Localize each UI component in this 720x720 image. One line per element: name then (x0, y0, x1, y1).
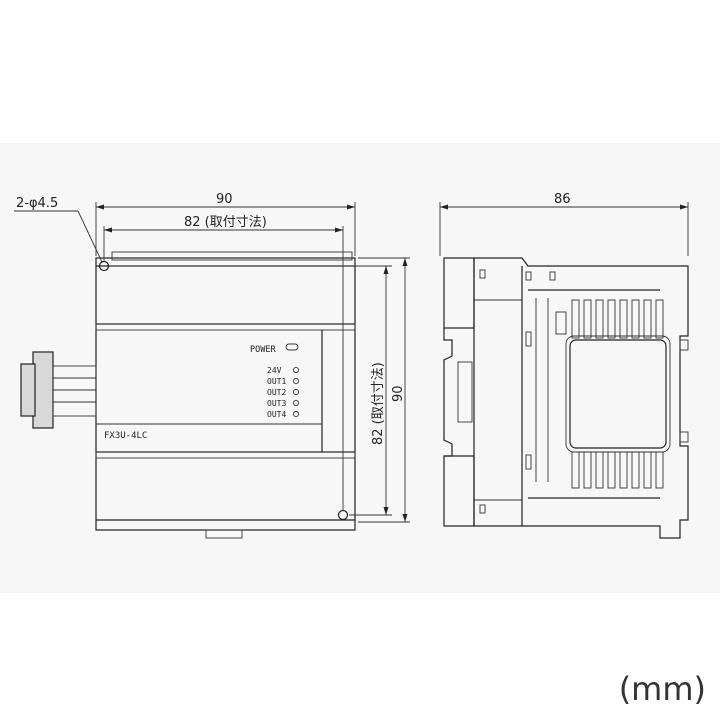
mounting-hole-bottom-right (337, 509, 349, 521)
side-connector (20, 351, 97, 429)
drawing-background (0, 143, 720, 593)
power-led-icon (285, 343, 299, 351)
vent-slots-bottom (571, 451, 664, 489)
mount-height-label: 82 (取付寸法) (371, 362, 386, 445)
front-view: POWER 24V OUT1 OUT2 OUT3 OUT4 FX3U-4LC (20, 251, 356, 539)
front-width-label: 90 (216, 192, 233, 207)
unit-label: (mm) (618, 670, 706, 708)
side-view: 86 (439, 192, 689, 539)
front-dimensions: 2-φ4.5 90 82 (取付寸法) 82 (取付寸法) (14, 192, 410, 523)
led-label-24v: 24V (267, 366, 282, 375)
side-depth-label: 86 (554, 192, 571, 207)
led-label-out4: OUT4 (267, 410, 286, 419)
led-out1-icon (292, 377, 300, 385)
led-label-out2: OUT2 (267, 388, 286, 397)
vent-slots-top (571, 299, 664, 339)
power-label: POWER (250, 345, 276, 355)
mount-width-label: 82 (取付寸法) (184, 215, 267, 230)
led-label-out1: OUT1 (267, 377, 286, 386)
hole-callout: 2-φ4.5 (16, 196, 58, 211)
led-out4-icon (292, 410, 300, 418)
led-label-out3: OUT3 (267, 399, 286, 408)
led-out3-icon (292, 399, 300, 407)
led-24v-icon (292, 366, 300, 374)
front-height-label: 90 (391, 385, 406, 402)
led-out2-icon (292, 388, 300, 396)
model-label: FX3U-4LC (104, 431, 147, 441)
